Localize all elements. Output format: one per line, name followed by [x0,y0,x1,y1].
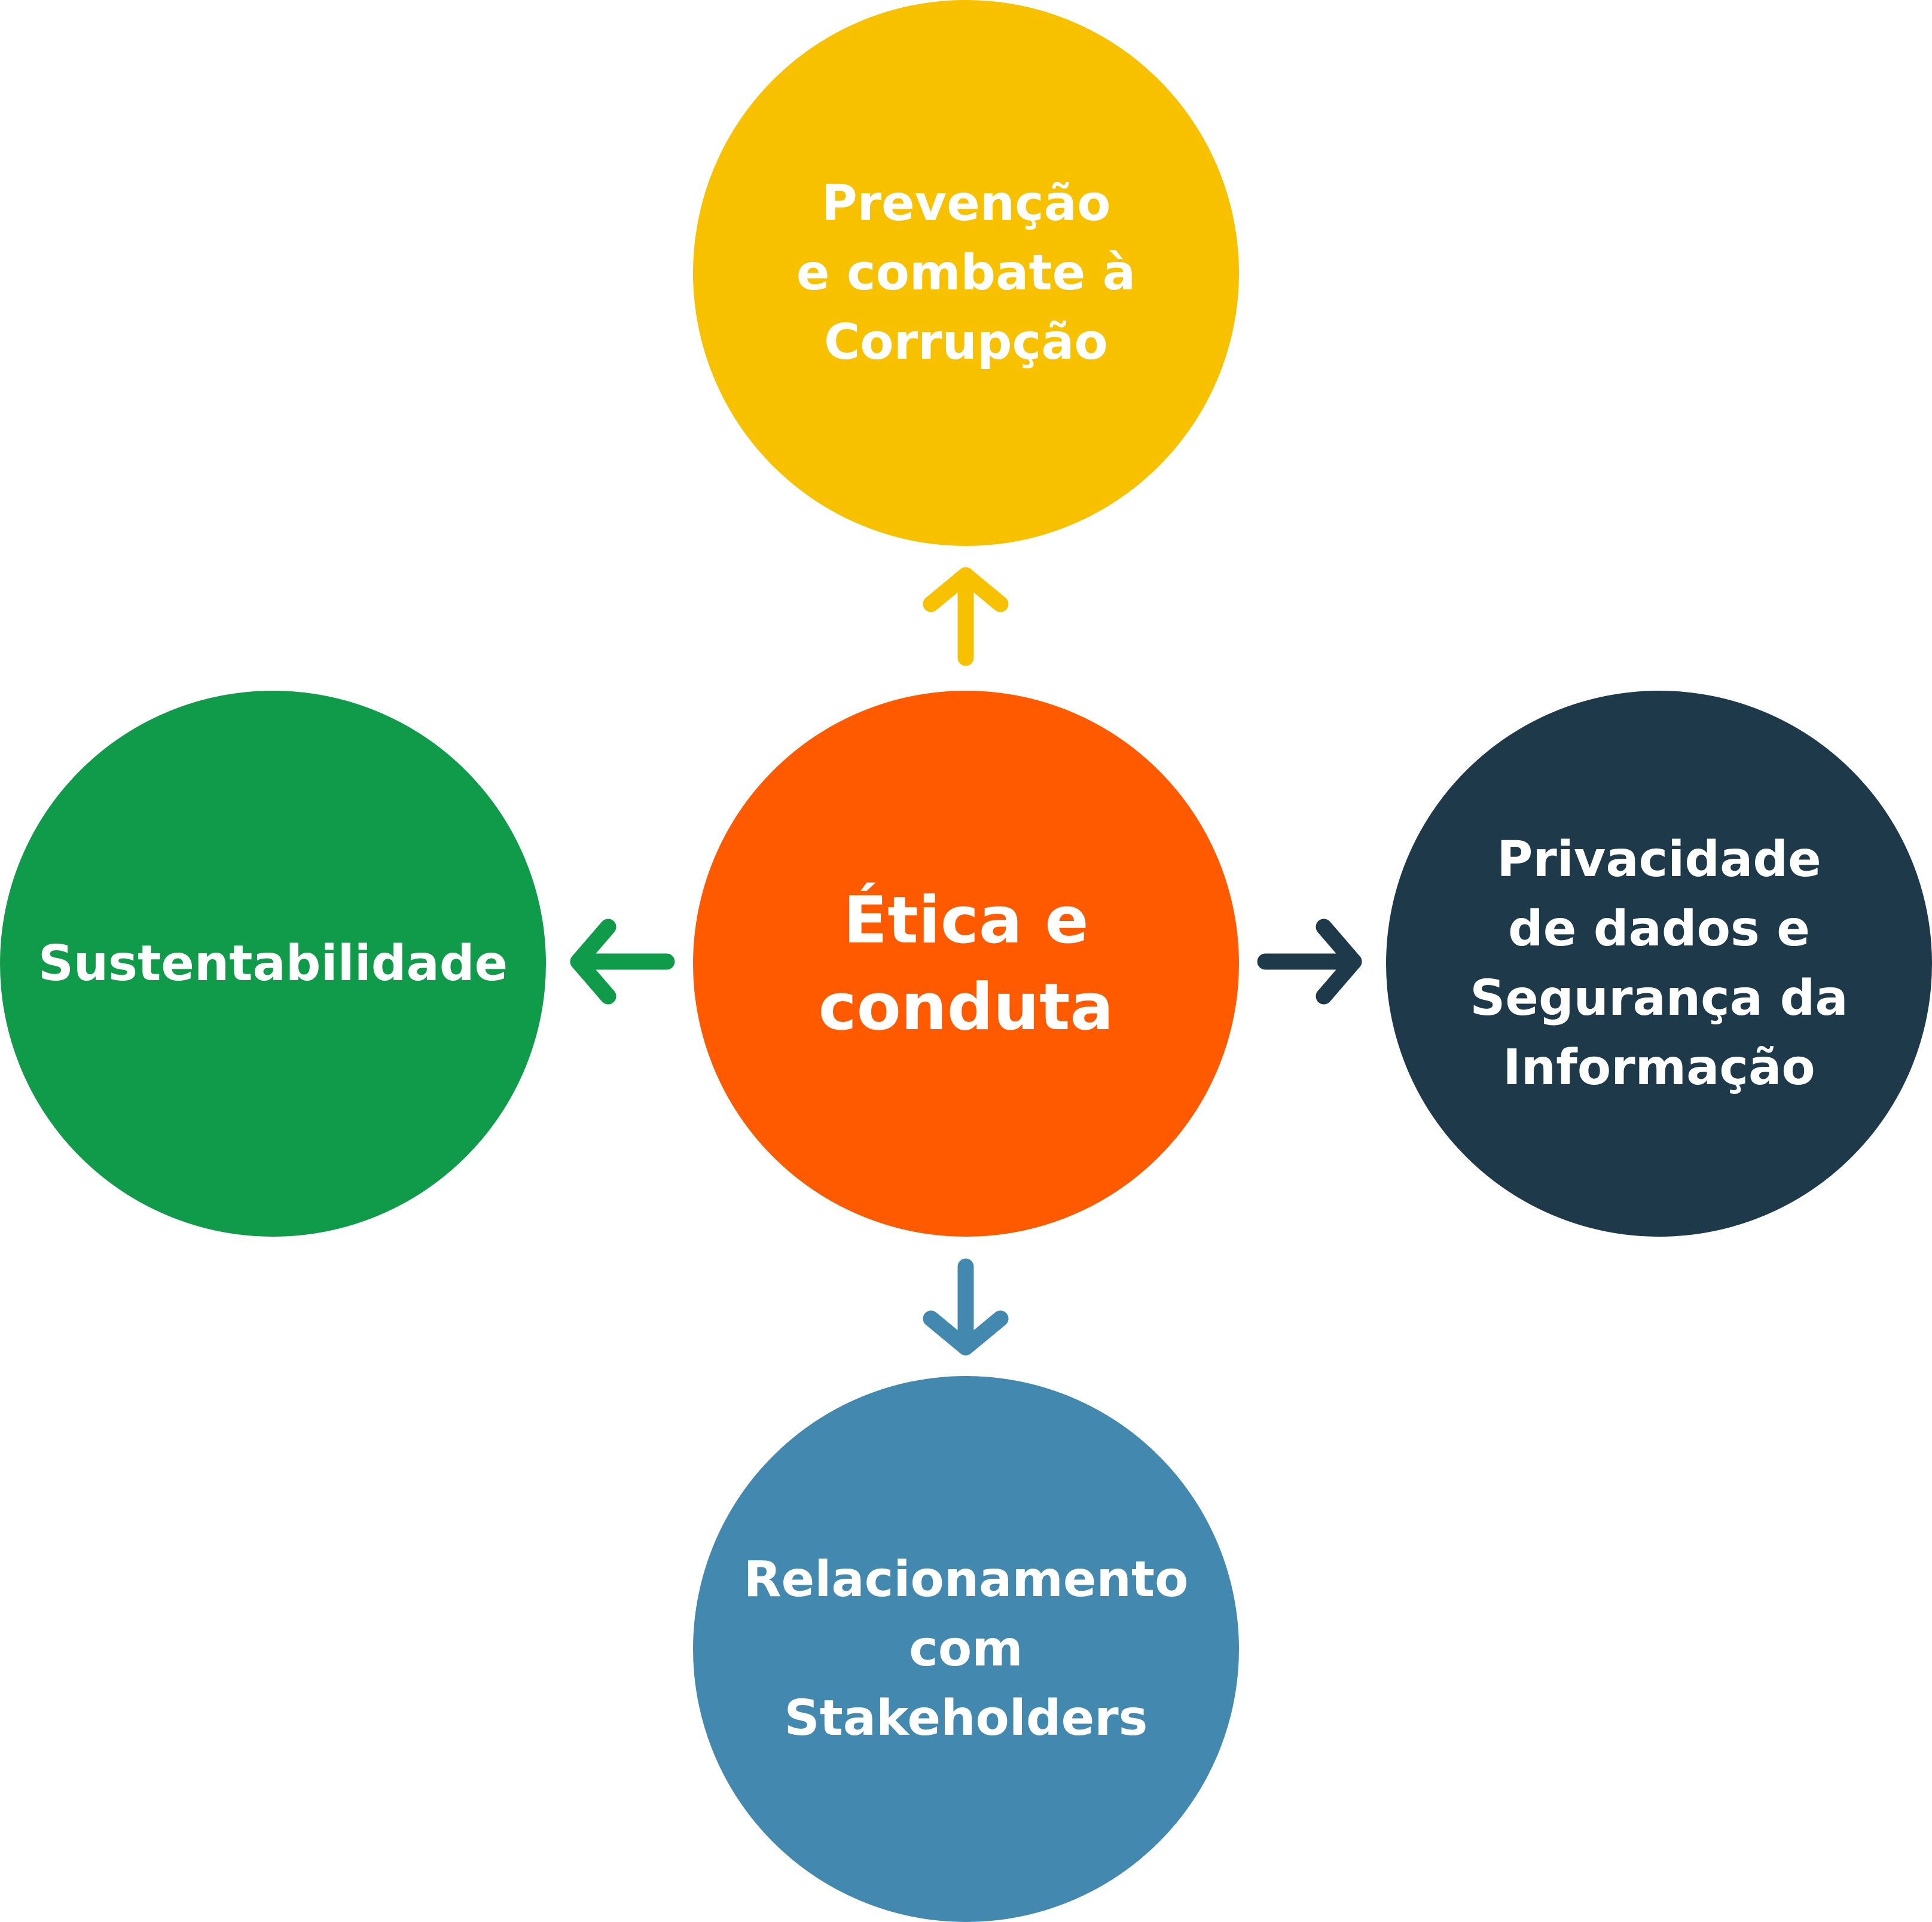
arrow-right-icon [1257,919,1362,1005]
node-prevencao-corrupcao-label: Prevenção e combate à Corrupção [796,175,1136,371]
arrow-up-icon [923,567,1009,666]
arrow-left-icon [570,919,675,1005]
node-sustentabilidade-label: Sustentabilidade [38,935,508,992]
node-relacionamento-stakeholders-label: Relacionamento com Stakeholders [743,1551,1189,1747]
node-privacidade-seguranca: Privacidade de dados e Segurança da Info… [1386,691,1932,1237]
node-privacidade-seguranca-label: Privacidade de dados e Segurança da Info… [1470,831,1848,1096]
node-etica-conduta-label: Ética e conduta [818,883,1114,1045]
node-etica-conduta: Ética e conduta [693,691,1239,1237]
node-sustentabilidade: Sustentabilidade [0,691,546,1237]
node-prevencao-corrupcao: Prevenção e combate à Corrupção [693,0,1239,546]
arrow-down-icon [923,1258,1009,1356]
node-relacionamento-stakeholders: Relacionamento com Stakeholders [693,1376,1239,1922]
